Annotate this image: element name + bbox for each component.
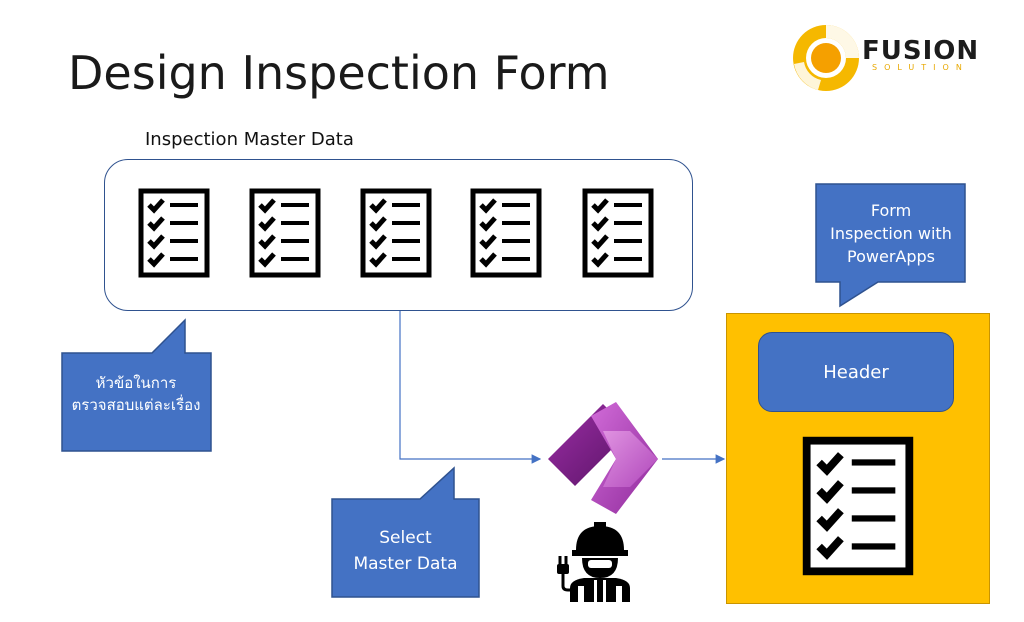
engineer-icon [557,522,630,602]
logo-name: FUSION [862,36,980,66]
callout-topics-text: หัวข้อในการ ตรวจสอบแต่ละเรื่อง [71,374,201,414]
master-data-label: Inspection Master Data [145,129,354,150]
callout-select-shape [331,466,480,598]
fusion-logo-icon [793,25,859,91]
checklist-icon [470,188,542,278]
callout-form-shape [815,183,966,308]
checklist-icon [360,188,432,278]
checklist-icon [582,188,654,278]
checklist-icon [249,188,321,278]
form-header-label: Header [823,361,889,383]
powerapps-logo-icon [548,402,658,514]
page-title: Design Inspection Form [68,46,610,100]
checklist-icon [802,436,914,576]
checklist-icon [138,188,210,278]
connector-master-to-powerapps [399,311,542,464]
callout-form-text: Form Inspection with PowerApps [830,201,952,266]
form-header-box: Header [758,332,954,412]
callout-topics-shape [61,318,212,452]
logo-tagline: SOLUTION [872,63,969,72]
callout-select-text: Select Master Data [353,528,458,574]
